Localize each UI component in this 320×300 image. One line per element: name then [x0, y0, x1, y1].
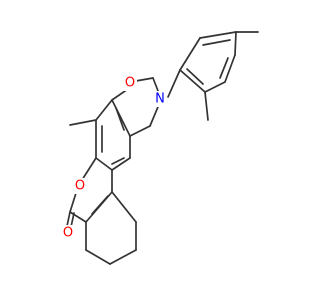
bond: [81, 157, 97, 181]
lactone-oxygen-label: O: [73, 178, 87, 194]
bond: [179, 37, 201, 71]
double-bond: [186, 68, 204, 85]
bond: [111, 191, 137, 223]
bond: [204, 81, 226, 93]
double-bond: [219, 57, 229, 79]
amine-nitrogen: N: [155, 92, 165, 107]
bond: [111, 99, 131, 137]
lactone-ring-oxygen: O: [75, 179, 85, 194]
double-bond: [202, 39, 231, 46]
bond: [111, 157, 131, 171]
carbonyl-oxygen: O: [63, 226, 73, 241]
bond: [224, 54, 236, 83]
bond: [129, 125, 151, 137]
oxazine-oxygen: O: [125, 76, 135, 91]
bond: [95, 157, 113, 171]
bond: [109, 249, 137, 265]
carbonyl-oxygen-label: O: [61, 225, 75, 241]
bond: [179, 69, 206, 93]
benzene-ring: [95, 99, 131, 171]
label-background: [73, 178, 87, 194]
amine-nitrogen-label: N: [154, 91, 167, 107]
bond: [167, 69, 181, 98]
lactone-ring: [69, 157, 113, 223]
aryl-ring: [179, 31, 237, 93]
methyl-bond: [204, 91, 209, 121]
bond: [85, 249, 111, 265]
carbonyl-bond: [66, 211, 71, 227]
bond: [69, 192, 77, 213]
bond: [234, 31, 237, 56]
label-background: [123, 75, 137, 91]
carbonyl-bond: [70, 212, 75, 228]
bond: [95, 99, 113, 121]
oxazine-oxygen-label: O: [123, 75, 137, 91]
bond: [199, 31, 237, 39]
label-background: [61, 225, 75, 241]
label-background: [154, 91, 167, 107]
methyl-bond: [69, 119, 97, 126]
cyclohexene-ring: [85, 191, 137, 265]
double-bond: [111, 157, 125, 165]
double-bond: [91, 195, 109, 215]
structure-diagram: O N O O: [61, 31, 259, 265]
bond: [69, 211, 87, 223]
double-bond: [115, 107, 125, 131]
